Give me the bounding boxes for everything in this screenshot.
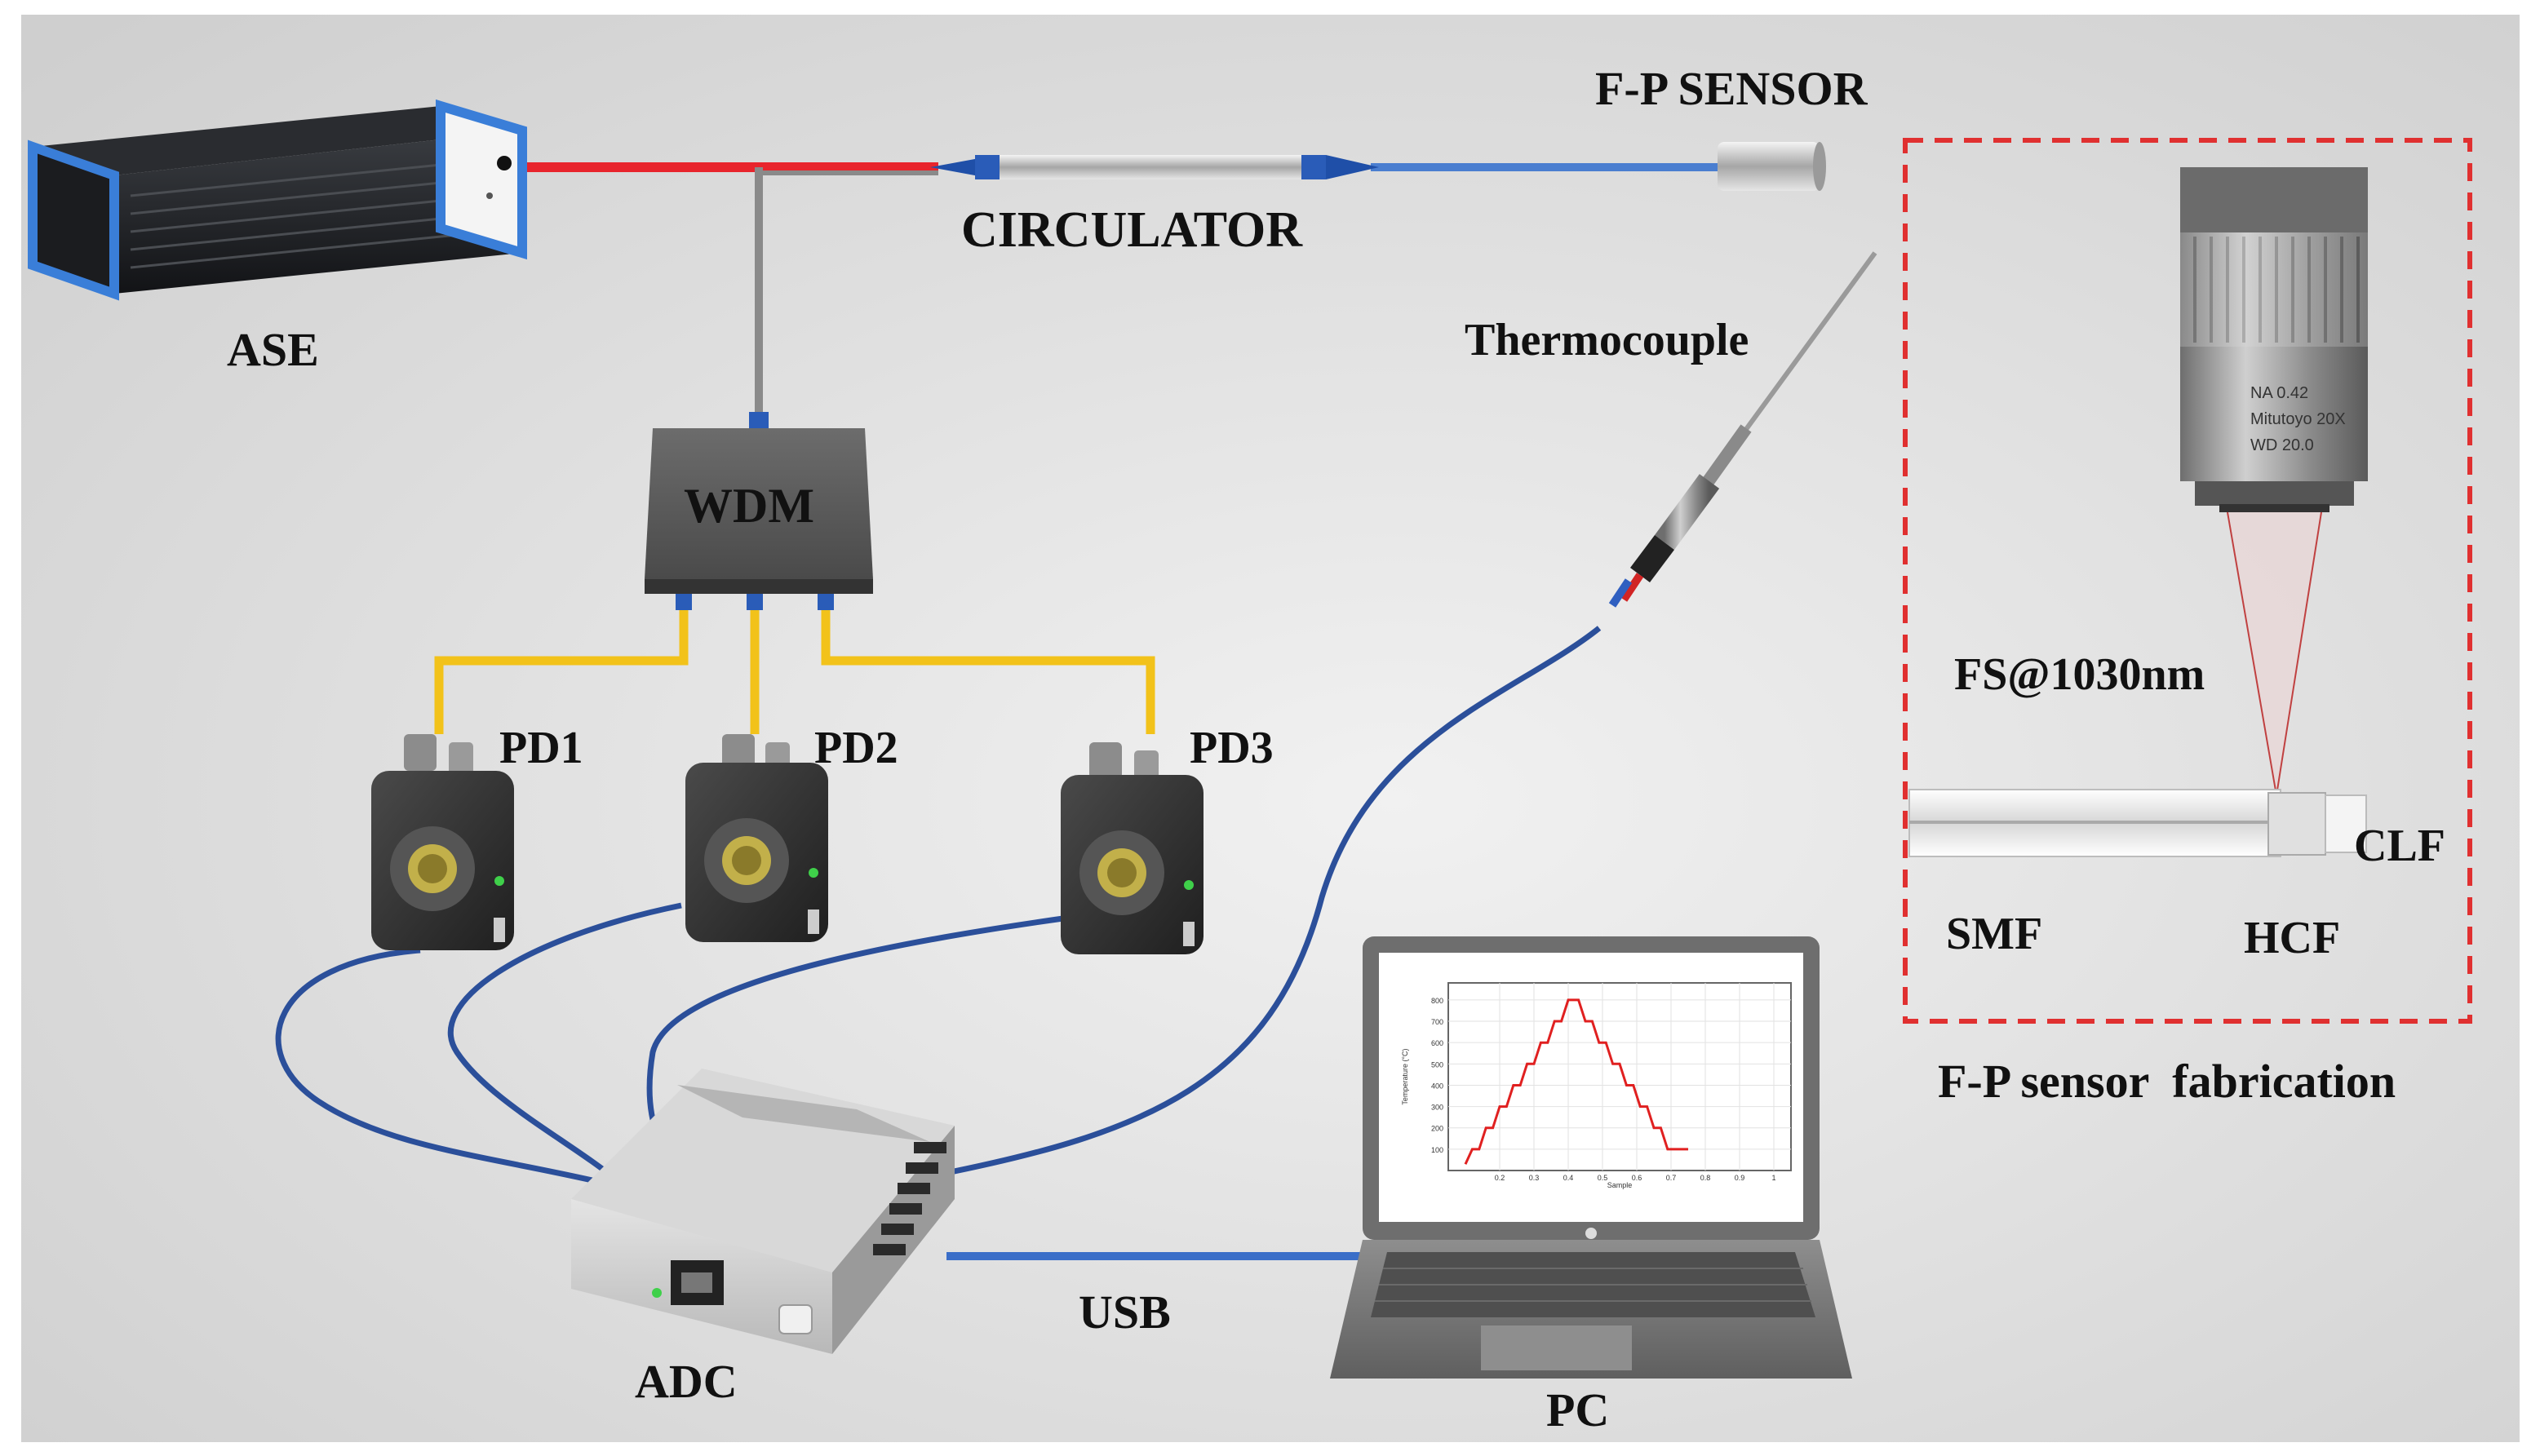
chart-y-tick-label: 100 [1431,1146,1443,1154]
label-fabrication-caption: F-P sensor fabrication [1938,1055,2396,1108]
label-circulator: CIRCULATOR [961,202,1303,258]
objective-lens-icon: NA 0.42 Mitutoyo 20X WD 20.0 [2180,167,2368,512]
chart-y-tick-label: 400 [1431,1082,1443,1090]
fabrication-dashed-box [1903,138,2472,1024]
label-pc: PC [1546,1383,1609,1436]
cable-pd2-adc [447,902,682,1185]
label-fs-laser: FS@1030nm [1954,649,2205,700]
yellow-fiber-pd1 [434,604,689,734]
yellow-fiber-pd3 [821,604,1155,734]
chart-x-tick-label: 0.6 [1632,1174,1642,1182]
chart-y-tick-label: 500 [1431,1060,1443,1069]
ase-source-icon [28,99,527,301]
chart-series-line [1464,998,1688,1165]
photodetector-icon-pd1 [371,734,514,950]
chart-x-tick-label: 0.9 [1735,1174,1745,1182]
cable-pd3-adc [646,914,1070,1160]
chart-y-axis-label: Temperature (°C) [1401,1048,1409,1104]
label-ase: ASE [227,323,319,376]
circulator-icon [930,155,1379,179]
fiber-sample [1908,789,2367,857]
clf-segment [2325,794,2367,853]
temperature-chart: 100 200 300 400 500 600 700 800 0.2 0.3 0.4 0.5 0.6 0… [1401,982,1792,1189]
objective-text-wd: WD 20.0 [2250,436,2314,454]
objective-text-na: NA 0.42 [2250,384,2308,402]
label-adc: ADC [635,1355,738,1408]
chart-x-tick-label: 0.3 [1529,1174,1540,1182]
chart-x-tick-label: 0.8 [1700,1174,1711,1182]
thermocouple-icon [1608,251,1877,608]
label-thermocouple: Thermocouple [1465,315,1749,365]
cable-pd1-adc [275,947,621,1190]
chart-y-tick-label: 700 [1431,1018,1443,1026]
chart-y-tick-label: 800 [1431,997,1443,1005]
chart-y-tick-label: 600 [1431,1039,1443,1047]
cable-thermocouple-adc [938,626,1602,1178]
chart-frame [1447,982,1792,1171]
label-wdm: WDM [684,479,814,533]
label-clf: CLF [2354,821,2445,871]
label-pd2: PD2 [814,723,898,773]
label-pd1: PD1 [499,723,583,773]
label-smf: SMF [1946,909,2042,959]
fp-sensor-icon [1718,142,1826,191]
objective-text-model: Mitutoyo 20X [2250,410,2346,428]
chart-x-tick-label: 0.7 [1666,1174,1677,1182]
photodetector-icon-pd2 [685,734,828,942]
laser-beam [2227,511,2322,796]
chart-y-tick-label: 200 [1431,1125,1443,1133]
wdm-icon [645,412,873,610]
chart-x-axis-label: Sample [1607,1181,1633,1189]
label-usb: USB [1079,1286,1171,1339]
label-pd3: PD3 [1190,723,1274,773]
label-fp-sensor: F-P SENSOR [1595,62,1868,115]
chart-x-tick-label: 0.2 [1495,1174,1505,1182]
adc-icon [571,1069,955,1354]
chart-x-tick-label: 0.5 [1598,1174,1608,1182]
chart-y-tick-label: 300 [1431,1104,1443,1112]
label-hcf: HCF [2244,913,2340,963]
hcf-segment [2267,792,2326,856]
chart-x-tick-label: 0.4 [1563,1174,1574,1182]
chart-x-tick-label: 1 [1771,1174,1775,1182]
photodetector-icon-pd3 [1061,742,1204,954]
